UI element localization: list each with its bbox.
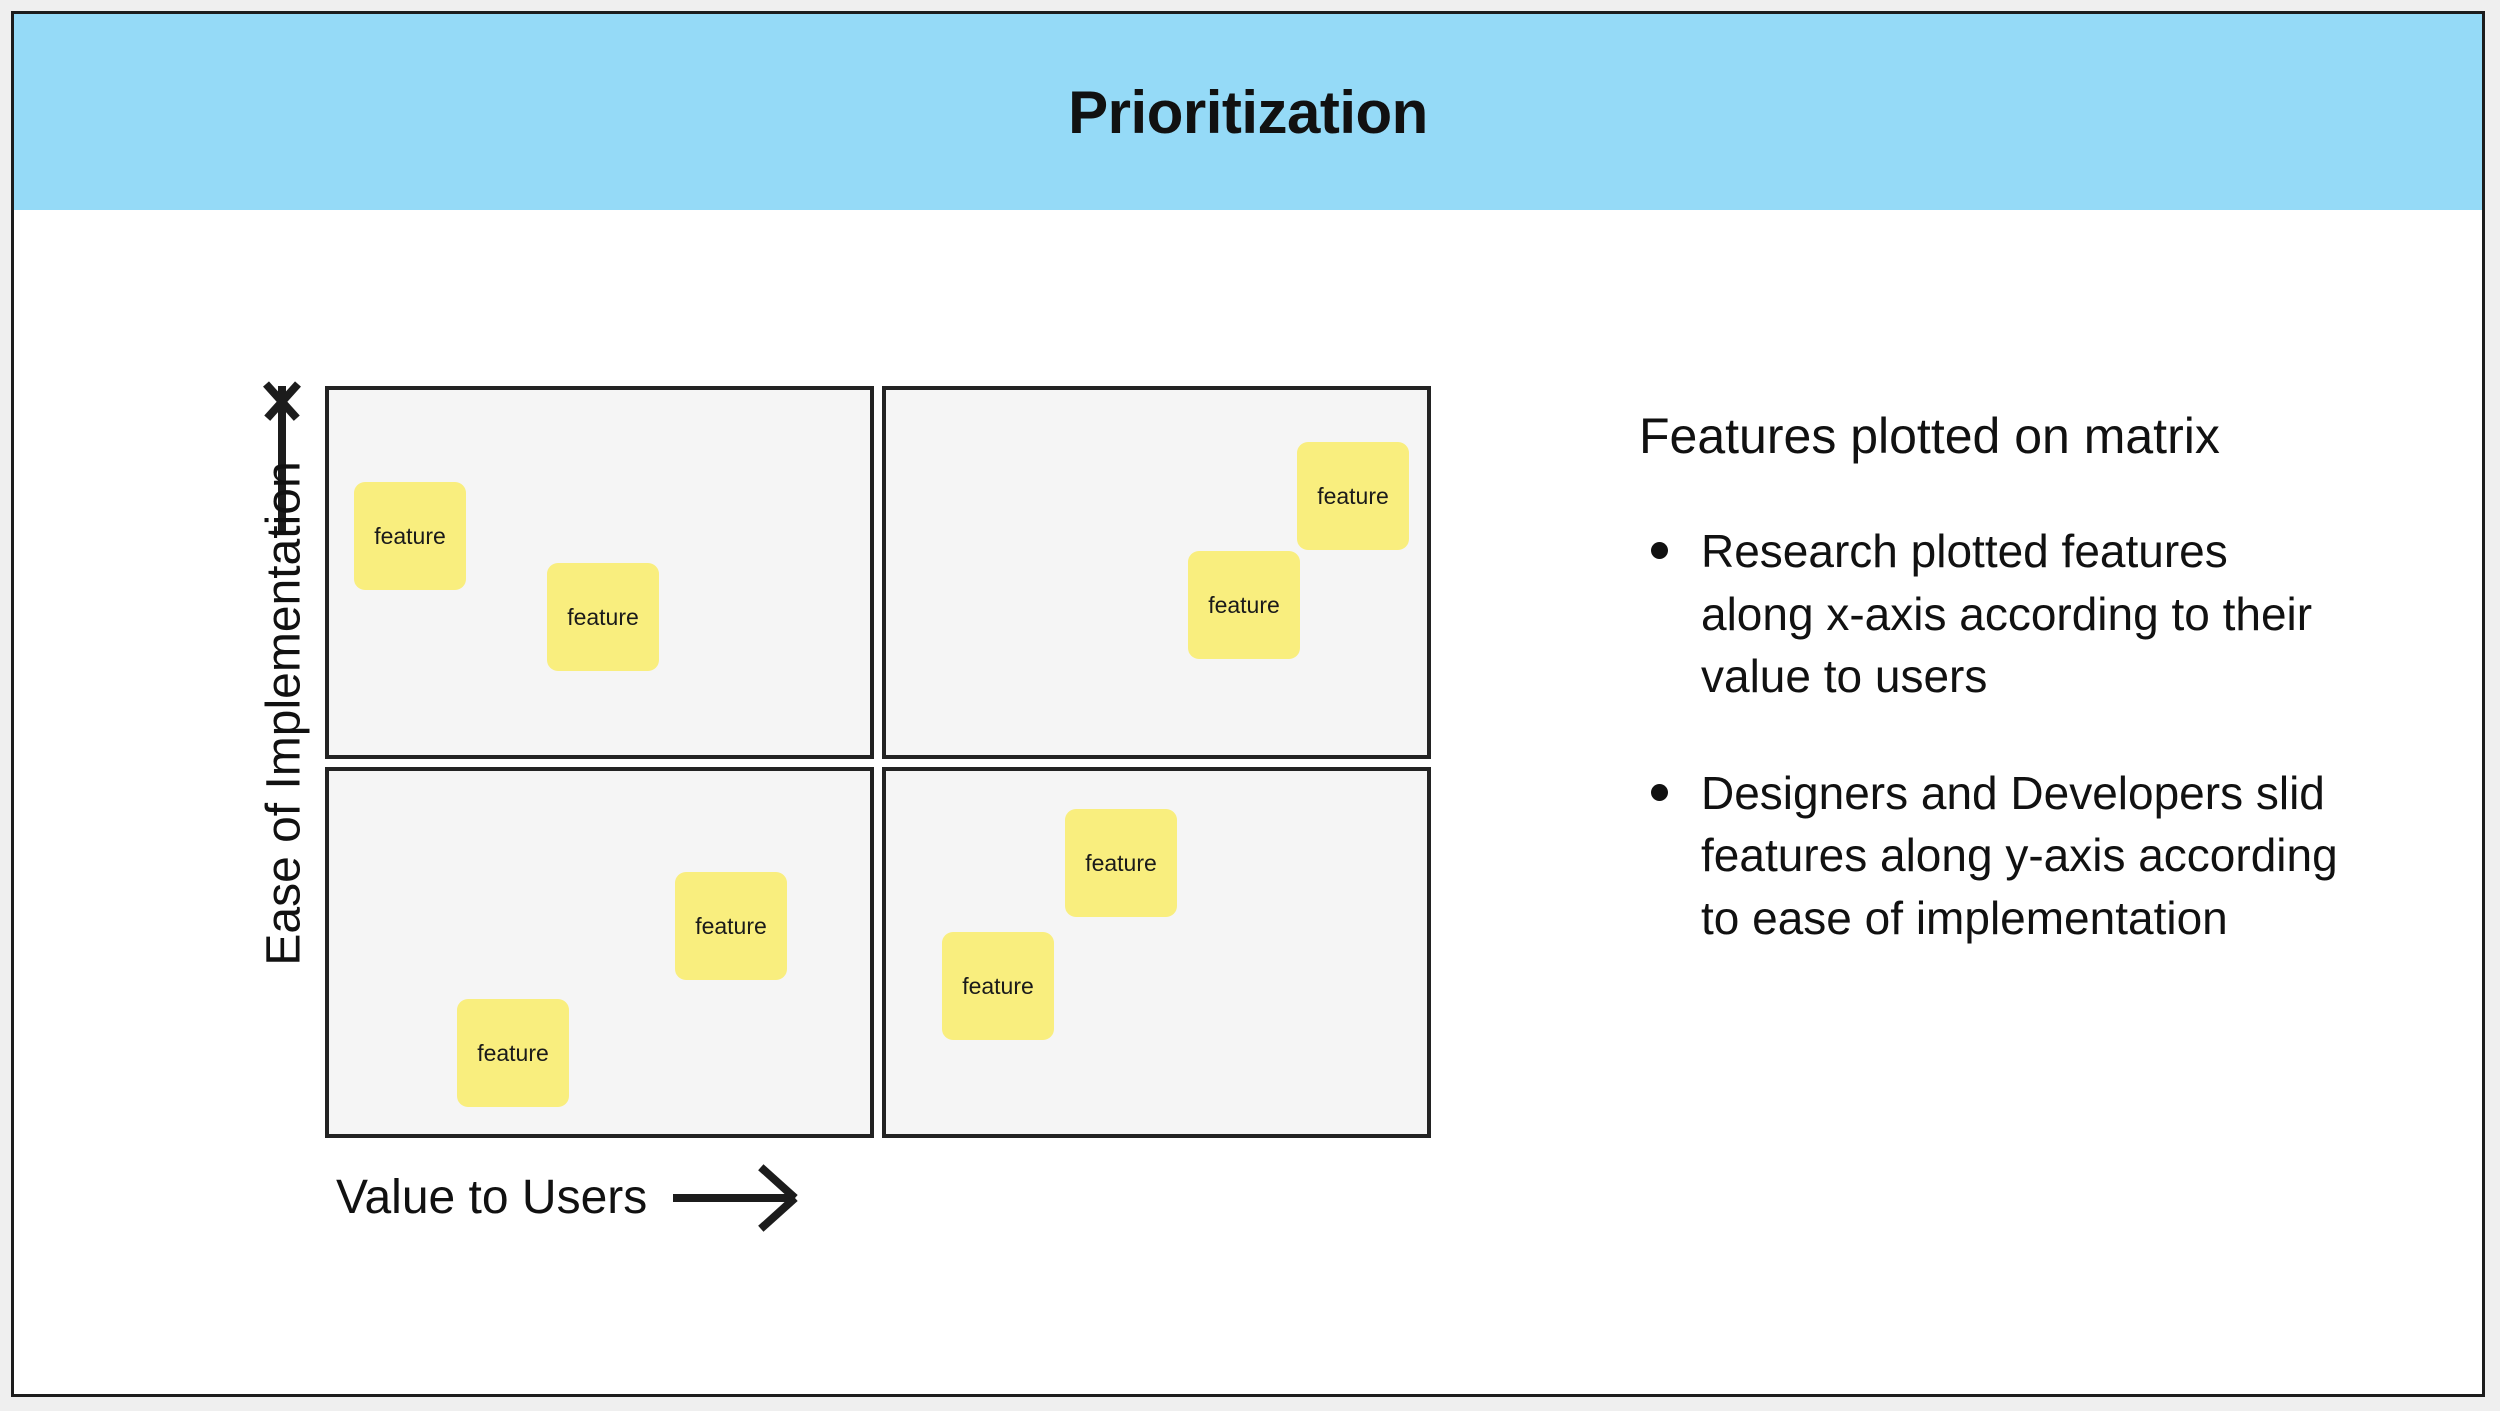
y-axis-label: Ease of Implementation xyxy=(257,461,311,966)
sticky-note-label: feature xyxy=(1317,482,1389,509)
y-axis-group: Ease of Implementation xyxy=(242,386,322,1146)
sticky-note[interactable]: feature xyxy=(547,563,659,671)
sticky-note-label: feature xyxy=(695,912,767,939)
slide-header-bar: Prioritization xyxy=(14,14,2482,210)
right-arrow-icon xyxy=(673,1193,794,1202)
page-title: Prioritization xyxy=(1068,78,1428,146)
sticky-note[interactable]: feature xyxy=(354,482,466,590)
sticky-note-label: feature xyxy=(567,603,639,630)
notes-bullet-item: Designers and Developers slid features a… xyxy=(1639,762,2339,950)
sticky-note-label: feature xyxy=(374,522,446,549)
slide-body: Ease of Implementation feature feature fea… xyxy=(14,210,2482,1394)
x-axis-group: Value to Users xyxy=(336,1170,794,1225)
notes-heading: Features plotted on matrix xyxy=(1639,408,2220,464)
sticky-note-label: feature xyxy=(962,972,1034,999)
notes-bullet-list: Research plotted features along x-axis a… xyxy=(1639,520,2339,949)
sticky-note-label: feature xyxy=(477,1039,549,1066)
sticky-note[interactable]: feature xyxy=(1297,442,1409,550)
sticky-note[interactable]: feature xyxy=(457,999,569,1107)
notes-bullet-item: Research plotted features along x-axis a… xyxy=(1639,520,2339,708)
sticky-note-label: feature xyxy=(1085,849,1157,876)
sticky-note[interactable]: feature xyxy=(942,932,1054,1040)
sticky-note[interactable]: feature xyxy=(1188,551,1300,659)
quadrant-bottom-left[interactable] xyxy=(325,767,874,1138)
sticky-note-label: feature xyxy=(1208,591,1280,618)
sticky-note[interactable]: feature xyxy=(675,872,787,980)
notes-column: Features plotted on matrix Research plot… xyxy=(1639,406,2339,1003)
slide-canvas: Prioritization Ease of Implementation fe… xyxy=(11,11,2485,1397)
up-arrow-icon xyxy=(278,386,286,532)
x-axis-label: Value to Users xyxy=(336,1171,648,1224)
sticky-note[interactable]: feature xyxy=(1065,809,1177,917)
